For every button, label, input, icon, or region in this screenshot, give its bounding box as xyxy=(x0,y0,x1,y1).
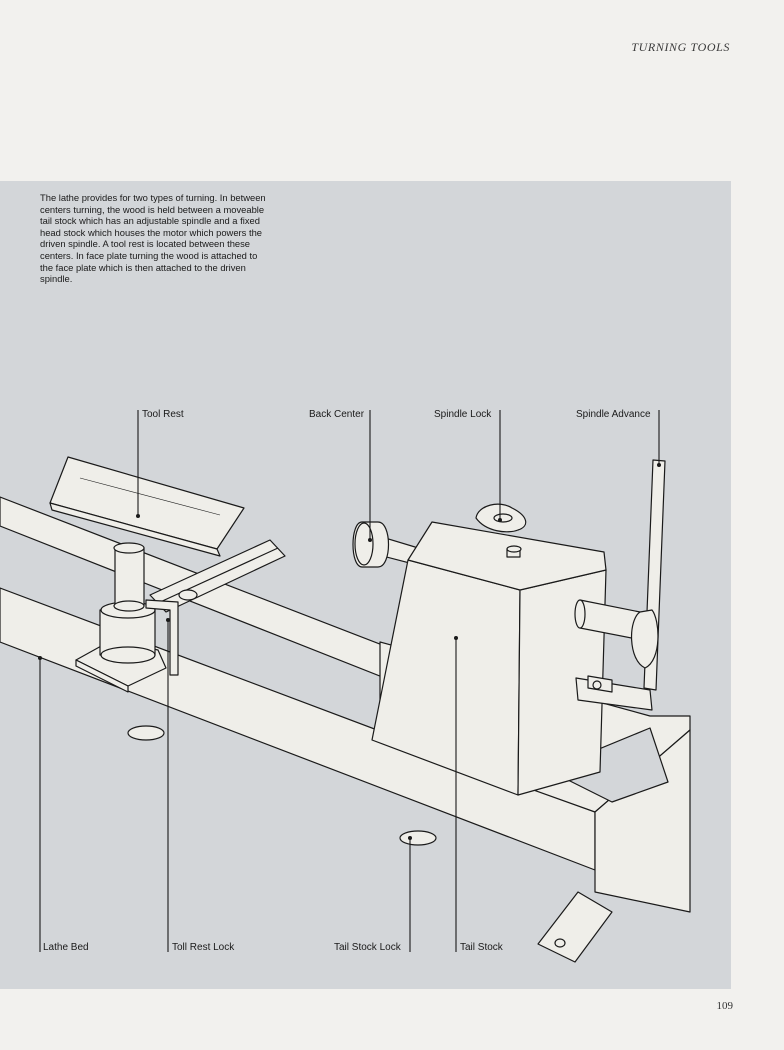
page-number: 109 xyxy=(716,1000,734,1012)
intro-paragraph: The lathe provides for two types of turn… xyxy=(40,192,266,285)
running-head: TURNING TOOLS xyxy=(631,40,730,54)
callout-lathe-bed: Lathe Bed xyxy=(43,942,89,953)
callout-tool-rest-lock: Toll Rest Lock xyxy=(172,942,235,953)
tool-rest-lock-lever xyxy=(145,599,179,676)
lathe-illustration xyxy=(0,410,691,963)
callout-tail-stock: Tail Stock xyxy=(460,942,503,953)
callout-back-center: Back Center xyxy=(309,409,365,420)
bed-foot-right xyxy=(399,830,437,846)
callout-spindle-advance: Spindle Advance xyxy=(576,409,651,420)
callout-tool-rest: Tool Rest xyxy=(142,409,184,420)
callout-spindle-lock: Spindle Lock xyxy=(434,409,492,420)
lathe-bed-foot xyxy=(537,891,613,963)
callout-tail-stock-lock: Tail Stock Lock xyxy=(334,942,401,953)
bed-foot-left xyxy=(127,725,165,741)
